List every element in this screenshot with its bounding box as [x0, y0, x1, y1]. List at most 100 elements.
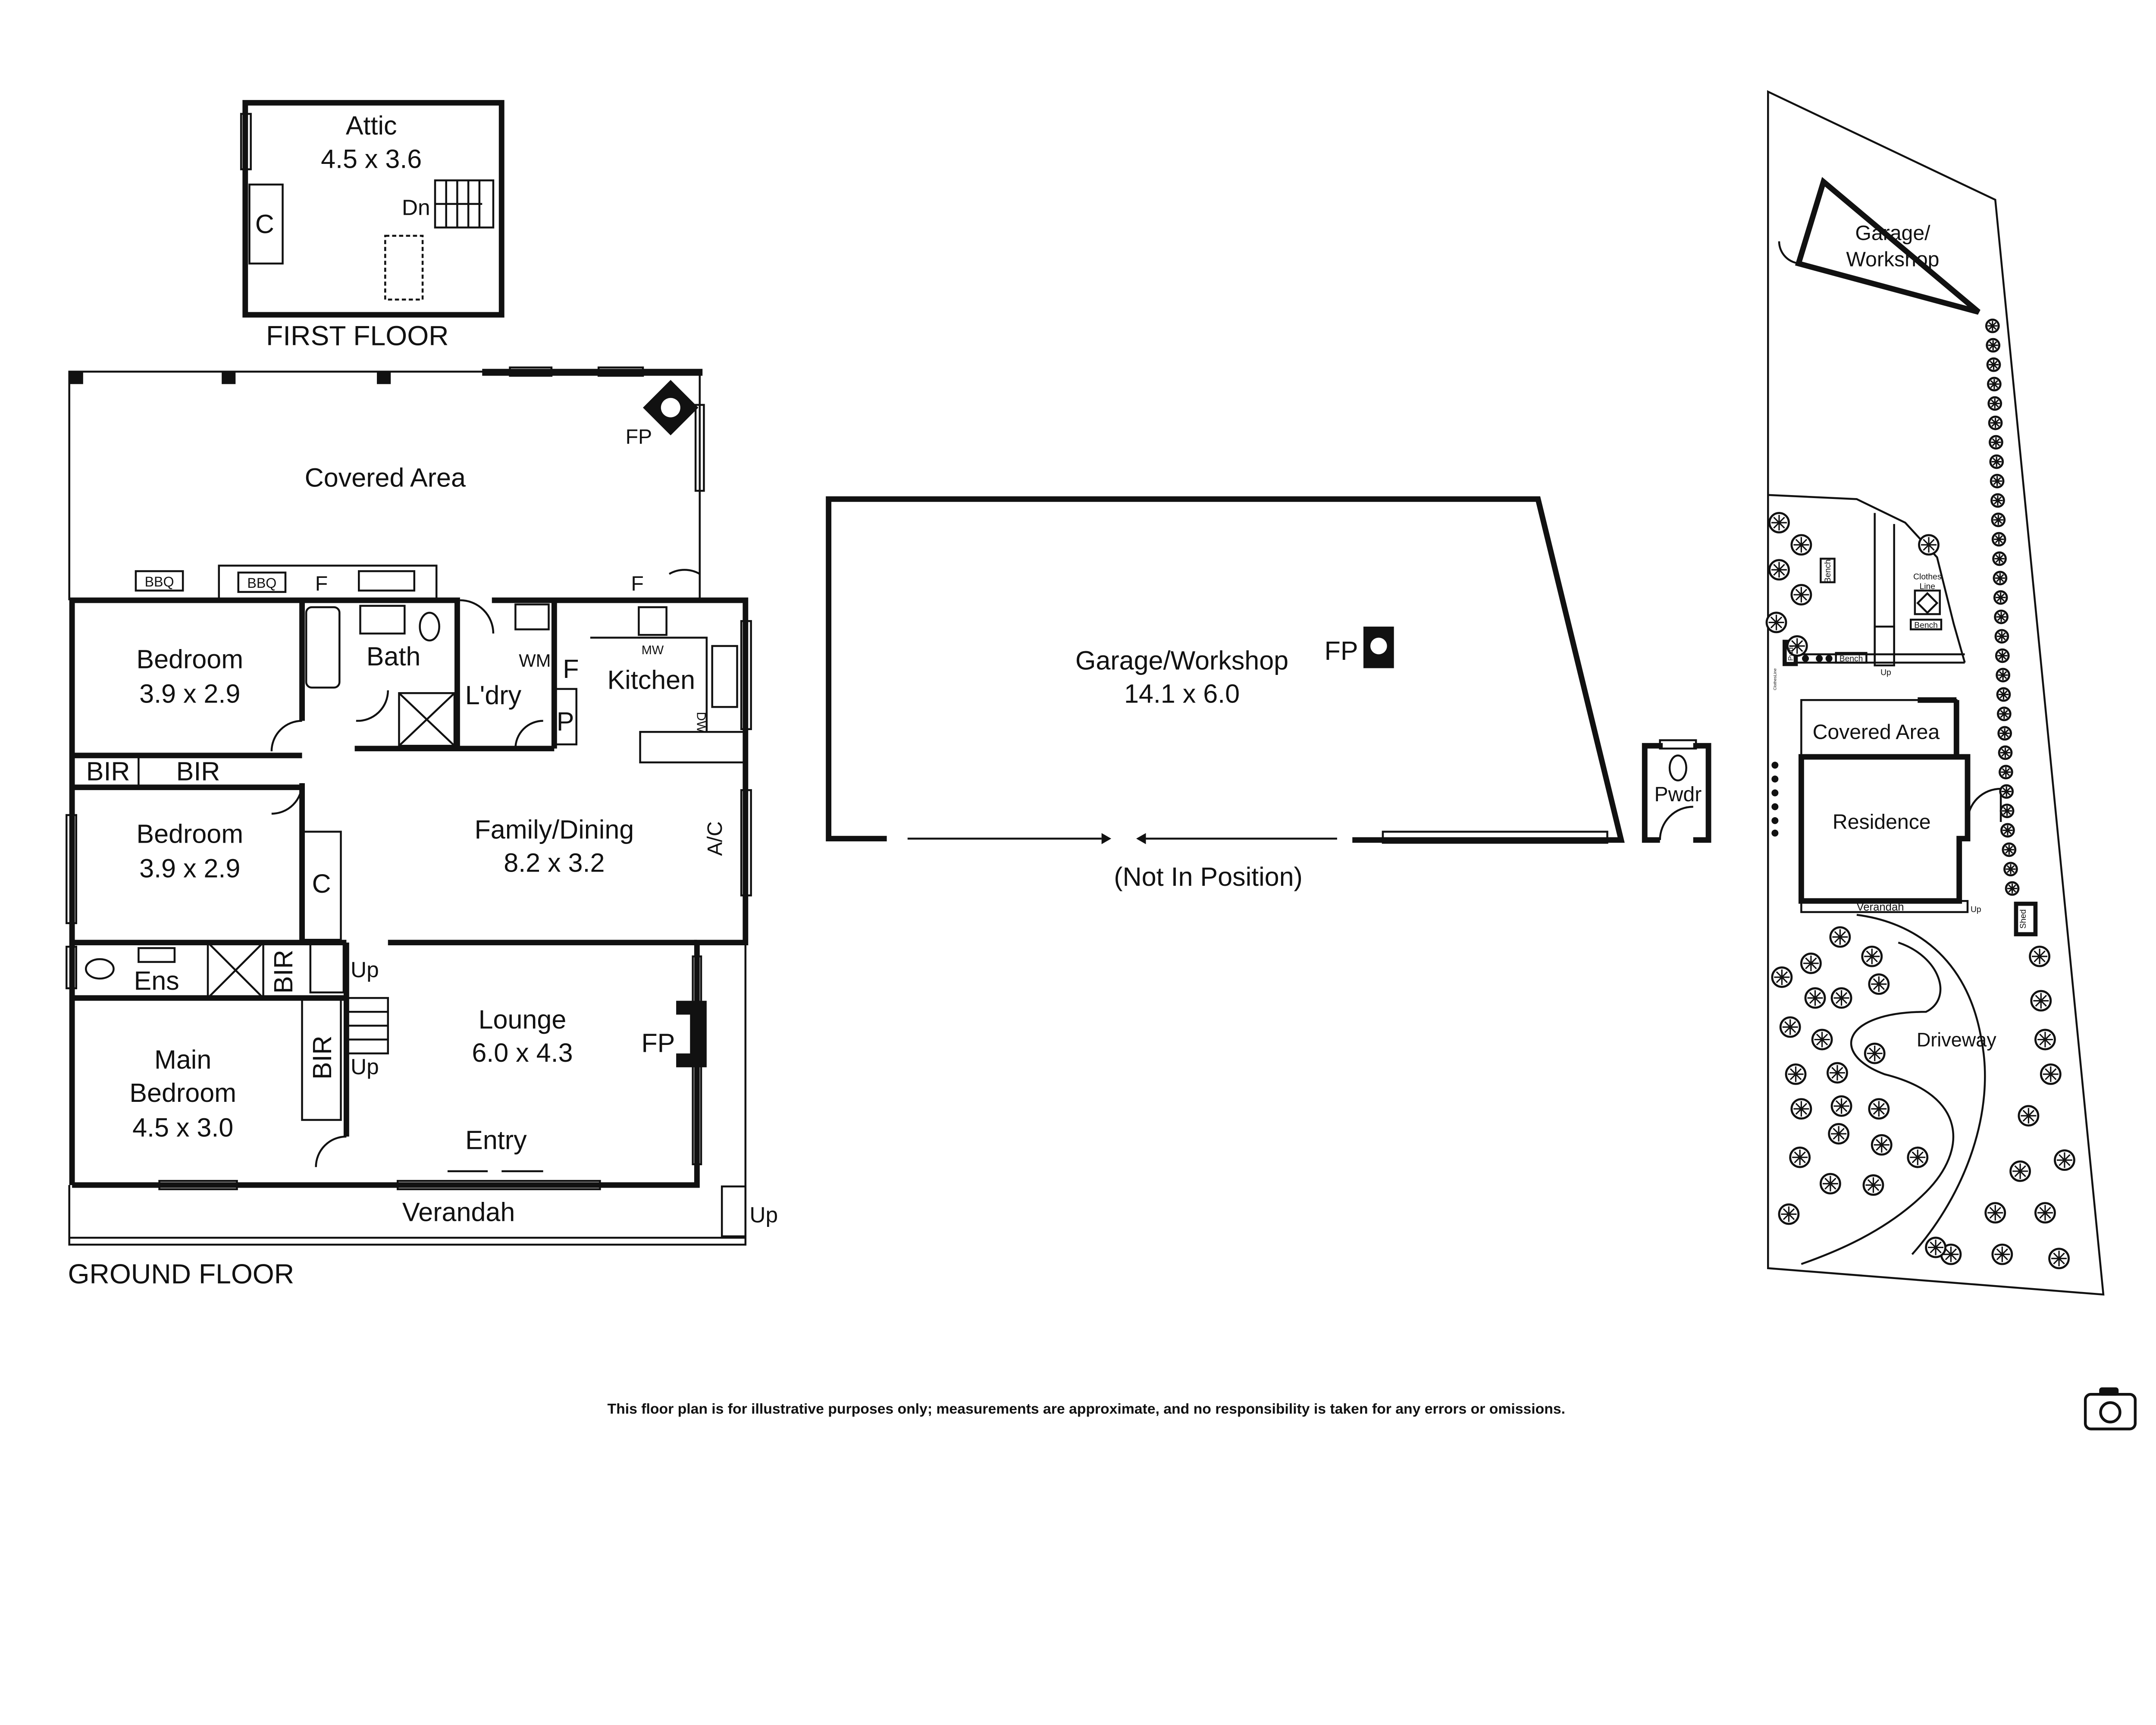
dw-label: DW	[694, 712, 708, 733]
tree-icon	[1988, 360, 1999, 370]
stairs	[309, 941, 389, 1054]
garage-size: 14.1 x 6.0	[1124, 679, 1240, 709]
site-garage-label: Workshop	[1846, 248, 1939, 271]
bedroom-size: 3.9 x 2.9	[139, 679, 240, 709]
tree-icon	[1996, 592, 2006, 603]
covered-area-label: Covered Area	[305, 463, 466, 492]
cupboard-label: C	[312, 869, 331, 898]
tree-icon	[1996, 631, 2007, 642]
bbq-label: BBQ	[145, 574, 174, 590]
tree-icon	[1991, 457, 2002, 467]
tree-icon	[1994, 534, 2004, 545]
tree-icon	[1793, 1101, 1809, 1117]
tree-icon	[2051, 1251, 2067, 1267]
pwdr-label: Pwdr	[1654, 783, 1702, 806]
ground-floor-title: GROUND FLOOR	[68, 1258, 294, 1289]
lounge-label: Lounge	[479, 1005, 567, 1034]
camera-icon[interactable]	[2084, 1387, 2137, 1430]
tree-icon	[1831, 1126, 1847, 1142]
fp-label: FP	[641, 1028, 675, 1057]
stairs-up-label: Up	[351, 957, 379, 982]
bedroom-label: Bedroom	[136, 644, 243, 674]
tree-icon	[1829, 1065, 1845, 1081]
site-garage-label: Garage/	[1855, 221, 1930, 245]
tree-icon	[1993, 495, 2003, 506]
tree-icon	[1998, 670, 2008, 681]
wm-label: WM	[519, 650, 551, 671]
bench-label: Bench	[1839, 654, 1863, 663]
tree-icon	[2056, 1152, 2072, 1168]
tree-icon	[1871, 1101, 1887, 1117]
tree-icon	[1781, 1206, 1797, 1222]
not-in-position-note: (Not In Position)	[1114, 862, 1303, 891]
tree-icon	[2033, 993, 2049, 1009]
tree-icon	[2001, 786, 2012, 797]
door-swing	[668, 569, 700, 575]
lounge-size: 6.0 x 4.3	[472, 1038, 573, 1067]
tree-icon	[2032, 948, 2048, 964]
bedroom-label: Bedroom	[136, 819, 243, 848]
tree-icon	[1993, 514, 2003, 525]
tree-icon	[1832, 929, 1848, 945]
tree-icon	[2012, 1163, 2028, 1179]
tree-icon	[1996, 612, 2006, 622]
shrub-icon	[1771, 762, 1779, 769]
driveway-label: Driveway	[1917, 1029, 1996, 1051]
fridge-label: F	[315, 572, 328, 595]
main-bedroom-label: Main	[154, 1045, 211, 1074]
shrub-icon	[1816, 655, 1823, 662]
tree-icon	[1987, 321, 1998, 331]
verandah-label: Verandah	[402, 1198, 515, 1227]
residence-label: Residence	[1833, 810, 1931, 834]
bir-label: BIR	[86, 757, 130, 786]
pantry-label: P	[557, 707, 574, 736]
powder-room-walls	[1642, 743, 1711, 843]
tree-icon	[1988, 340, 1998, 351]
tree-icon	[2001, 767, 2011, 777]
site-covered-area-label: Covered Area	[1813, 720, 1940, 743]
tree-icon	[1990, 418, 2001, 428]
ground-floor-plan: BBQ BBQ F F FP Covered Area	[65, 366, 778, 1289]
tree-icon	[2002, 825, 2013, 835]
tree-icon	[1768, 615, 1784, 630]
ac-label: A/C	[703, 821, 727, 856]
attic-size: 4.5 x 3.6	[321, 144, 422, 173]
tree-icon	[1788, 1066, 1804, 1082]
tree-icon	[1989, 379, 1999, 389]
shrub-icon	[1771, 789, 1779, 797]
entry-label: Entry	[465, 1125, 527, 1154]
floor-plan: Attic 4.5 x 3.6 C Dn FIRST FLOOR BBQ BBQ…	[65, 90, 2137, 1430]
cupboard-label: C	[255, 209, 274, 238]
tree-icon	[1803, 955, 1819, 971]
tree-icon	[2037, 1032, 2053, 1048]
attic-hatch	[384, 235, 424, 301]
stairs	[434, 179, 495, 229]
stairs-up-label: Up	[351, 1054, 379, 1079]
bir-label: BIR	[307, 1035, 337, 1079]
tree-icon	[2004, 844, 2014, 855]
bench-label: Bench	[1824, 559, 1833, 583]
tree-icon	[2043, 1066, 2059, 1082]
tree-icon	[1998, 689, 2009, 699]
fridge-label: F	[631, 572, 643, 595]
garage-walls	[826, 496, 1625, 843]
tree-icon	[2037, 1205, 2053, 1221]
tree-icon	[1991, 437, 2001, 448]
bath-label: Bath	[367, 642, 421, 671]
tree-icon	[1822, 1176, 1838, 1192]
fp-label: FP	[1325, 636, 1358, 665]
tree-icon	[1994, 1246, 2010, 1262]
disclaimer: This floor plan is for illustrative purp…	[608, 1401, 1565, 1417]
shrub-icon	[1771, 775, 1779, 783]
tree-icon	[1807, 990, 1823, 1006]
site-garage	[1795, 177, 1981, 315]
pwdr-label: Pwdr	[1787, 645, 1795, 661]
tree-icon	[1867, 1045, 1883, 1061]
tree-icon	[1874, 1137, 1890, 1153]
ensuite-label: Ens	[134, 966, 179, 995]
shrub-icon	[1802, 655, 1809, 662]
tree-icon	[1871, 976, 1887, 992]
garage-label: Garage/Workshop	[1075, 646, 1288, 675]
family-dining-label: Family/Dining	[474, 815, 634, 844]
attic-label: Attic	[346, 111, 397, 140]
